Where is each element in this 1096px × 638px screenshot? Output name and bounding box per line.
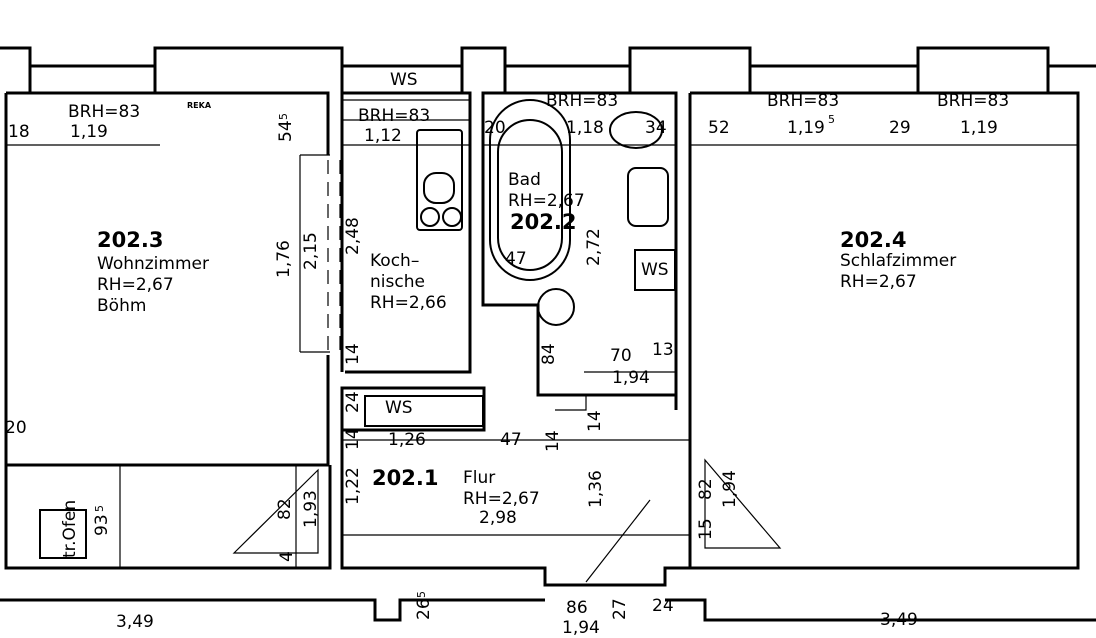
dim-3-49-a: 3,49 [116,612,154,632]
dim-2-48: 2,48 [343,217,363,255]
dim-15: 15 [696,518,716,540]
dim-93: 93 [92,514,112,536]
dim-26-sup: 5 [415,591,428,598]
dim-84: 84 [539,343,559,365]
room-202-4-name: Schlafzimmer [840,251,957,271]
bathtub-icon [489,99,571,281]
dim-26: 26 [414,598,434,620]
room-202-1-name: Flur [463,468,496,488]
dim-1-76: 1,76 [274,240,294,278]
dim-27: 27 [610,598,630,620]
room-202-3-tenant: Böhm [97,296,147,316]
brh-bath: BRH=83 [546,91,619,111]
dim-34: 34 [645,118,667,138]
dim-93-sup: 5 [93,505,106,512]
dim-1-26: 1,26 [388,430,426,450]
dim-1-36: 1,36 [586,470,606,508]
room-202-1-width: 2,98 [479,508,517,528]
dim-1-19-c: 1,19 [960,118,998,138]
dim-20-bath: 20 [484,118,506,138]
sink-icon [416,129,463,231]
room-202-1-id: 202.1 [372,466,439,490]
dim-2-15: 2,15 [301,232,321,270]
dim-54-sup: 5 [277,113,290,120]
room-202-4-id: 202.4 [840,228,907,252]
brh-bed-2: BRH=83 [937,91,1010,111]
dim-47-b: 47 [500,430,522,450]
dim-86: 86 [566,598,588,618]
stove-label: tr.Ofen [60,499,80,558]
dim-1-93: 1,93 [301,490,321,528]
dim-1-22: 1,22 [343,467,363,505]
dim-1-18: 1,18 [566,118,604,138]
dim-1-94-b: 1,94 [720,470,740,508]
room-202-3-height: RH=2,67 [97,275,174,295]
dim-1-94-c: 1,94 [562,618,600,638]
kitchen-line-2: nische [370,272,425,292]
dim-14-c: 14 [543,430,563,452]
dim-52: 52 [708,118,730,138]
toilet-icon [627,167,669,227]
dim-82-a: 82 [275,498,295,520]
walls [0,46,1096,622]
dim-3-49-b: 3,49 [880,610,918,630]
dim-14-d: 14 [585,410,605,432]
kitchen-line-1: Koch– [370,251,420,271]
room-202-2-height: RH=2,67 [508,191,585,211]
washbasin-icon [609,111,663,149]
room-202-3-name: Wohnzimmer [97,254,209,274]
room-202-4-height: RH=2,67 [840,272,917,292]
reka-label: REKA [187,101,212,110]
dim-13: 13 [652,340,674,360]
dim-14-a: 14 [343,343,363,365]
brh-bed-1: BRH=83 [767,91,840,111]
room-202-2-id: 202.2 [510,210,577,234]
dim-54: 54 [276,120,296,142]
dim-18: 18 [8,122,30,142]
dim-29: 29 [889,118,911,138]
ws-label-top: WS [390,70,418,90]
dim-82-b: 82 [696,478,716,500]
dim-1-12: 1,12 [364,126,402,146]
dim-1-19-b-sup: 5 [828,113,835,126]
dim-2-72: 2,72 [584,228,604,266]
room-202-1-height: RH=2,67 [463,489,540,509]
dim-4: 4 [277,551,297,562]
dim-14-b: 14 [343,428,363,450]
dim-1-19-b: 1,19 [787,118,825,138]
ws-label-bath: WS [641,260,669,280]
dim-20-left: 20 [5,418,27,438]
brh-living: BRH=83 [68,102,141,122]
ws-label-mid: WS [385,398,413,418]
dim-24-b: 24 [652,596,674,616]
fixtures [39,99,676,559]
dim-47-bath: 47 [505,249,527,269]
dimension-lines [6,99,1078,583]
dim-1-94-a: 1,94 [612,368,650,388]
room-202-2-name: Bad [508,170,541,190]
brh-kitchen: BRH=83 [358,106,431,126]
dim-70: 70 [610,346,632,366]
stove-icon [39,509,87,559]
kitchen-line-3: RH=2,66 [370,293,447,313]
room-202-3-id: 202.3 [97,228,164,252]
dim-24: 24 [343,391,363,413]
dim-1-19-a: 1,19 [70,122,108,142]
